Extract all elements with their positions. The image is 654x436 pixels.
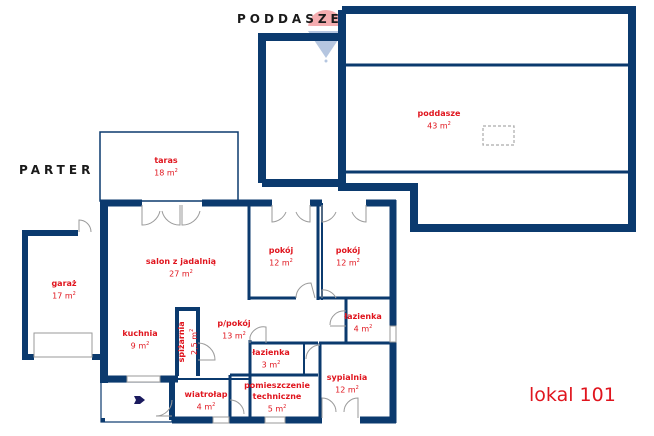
room-label-techniczne: pomieszczenie techniczne 5 m2 xyxy=(244,381,310,414)
attic-floor-label: PODDASZE xyxy=(237,12,343,26)
attic-walls xyxy=(258,6,636,232)
room-label-kuchnia: kuchnia 9 m2 xyxy=(122,329,158,351)
terrace-outline xyxy=(99,131,239,202)
room-label-ppokoj: p/pokój 13 m2 xyxy=(217,319,251,341)
room-label-pokoj-2: pokój 12 m2 xyxy=(335,246,361,268)
doors xyxy=(141,205,367,418)
room-label-lazienka-1: łazienka 4 m2 xyxy=(344,312,382,334)
room-label-taras: taras 18 m2 xyxy=(154,156,178,178)
room-label-poddasze: poddasze 43 m2 xyxy=(417,109,461,131)
room-label-spizarnia: spiżarnia 2,5 m2 xyxy=(177,321,199,363)
room-label-salon: salon z jadalnią 27 m2 xyxy=(145,257,217,279)
room-label-pokoj-1: pokój 12 m2 xyxy=(268,246,294,268)
entrance-arrow-icon xyxy=(134,396,145,404)
windows xyxy=(126,325,397,424)
room-label-garaz: garaż 17 m2 xyxy=(51,279,77,301)
garage-side-door xyxy=(78,219,92,233)
garage-walls xyxy=(22,230,100,360)
garage-door xyxy=(33,332,93,358)
porch-corner xyxy=(101,418,105,422)
ground-floor-label: PARTER xyxy=(19,163,95,177)
unit-label: lokal 101 xyxy=(529,384,616,406)
room-label-lazienka-2: łazienka 3 m2 xyxy=(252,348,290,370)
room-label-wiatrolap: wiatrołap 4 m2 xyxy=(184,390,228,412)
room-label-sypialnia: sypialnia 12 m2 xyxy=(326,373,368,395)
attic-hatch-icon xyxy=(482,125,515,146)
